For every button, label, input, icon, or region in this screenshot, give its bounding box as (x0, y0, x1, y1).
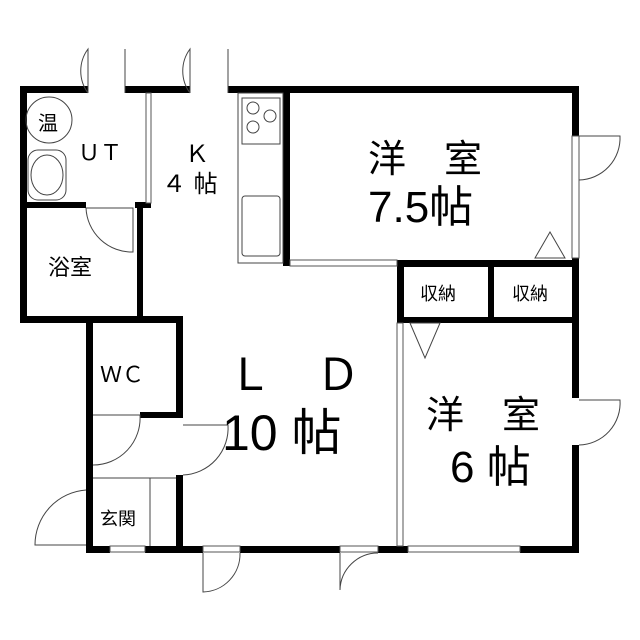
ut-label: ＵＴ (78, 141, 122, 166)
washbasin-icon (27, 149, 67, 201)
stove-icon (241, 97, 281, 145)
storage-1-label: 収納 (420, 284, 456, 305)
heater-label: 温 (38, 111, 58, 135)
ld-size: 10 帖 (222, 405, 342, 461)
walls (20, 86, 579, 553)
bath-label: 浴室 (48, 256, 92, 281)
western-room-1-name: 洋 室 (368, 137, 482, 181)
western-room-2-name: 洋 室 (426, 393, 540, 437)
fixtures (25, 92, 284, 264)
windows-and-sliding-doors (109, 92, 580, 553)
western-room-1-size: 7.5帖 (368, 183, 473, 232)
wc-label: ＷＣ (100, 363, 144, 388)
entrance-label: 玄関 (100, 509, 136, 530)
doors[interactable] (34, 47, 621, 593)
storage-2-label: 収納 (512, 284, 548, 305)
kitchen-size: ４ 帖 (162, 170, 218, 198)
ld-name: Ｌ Ｄ (228, 351, 360, 400)
kitchen-counter (237, 92, 284, 264)
western-room-2-size: 6 帖 (450, 443, 531, 492)
sink-icon (241, 195, 281, 257)
kitchen-name: Ｋ (185, 140, 209, 168)
water-heater-icon (25, 96, 73, 144)
